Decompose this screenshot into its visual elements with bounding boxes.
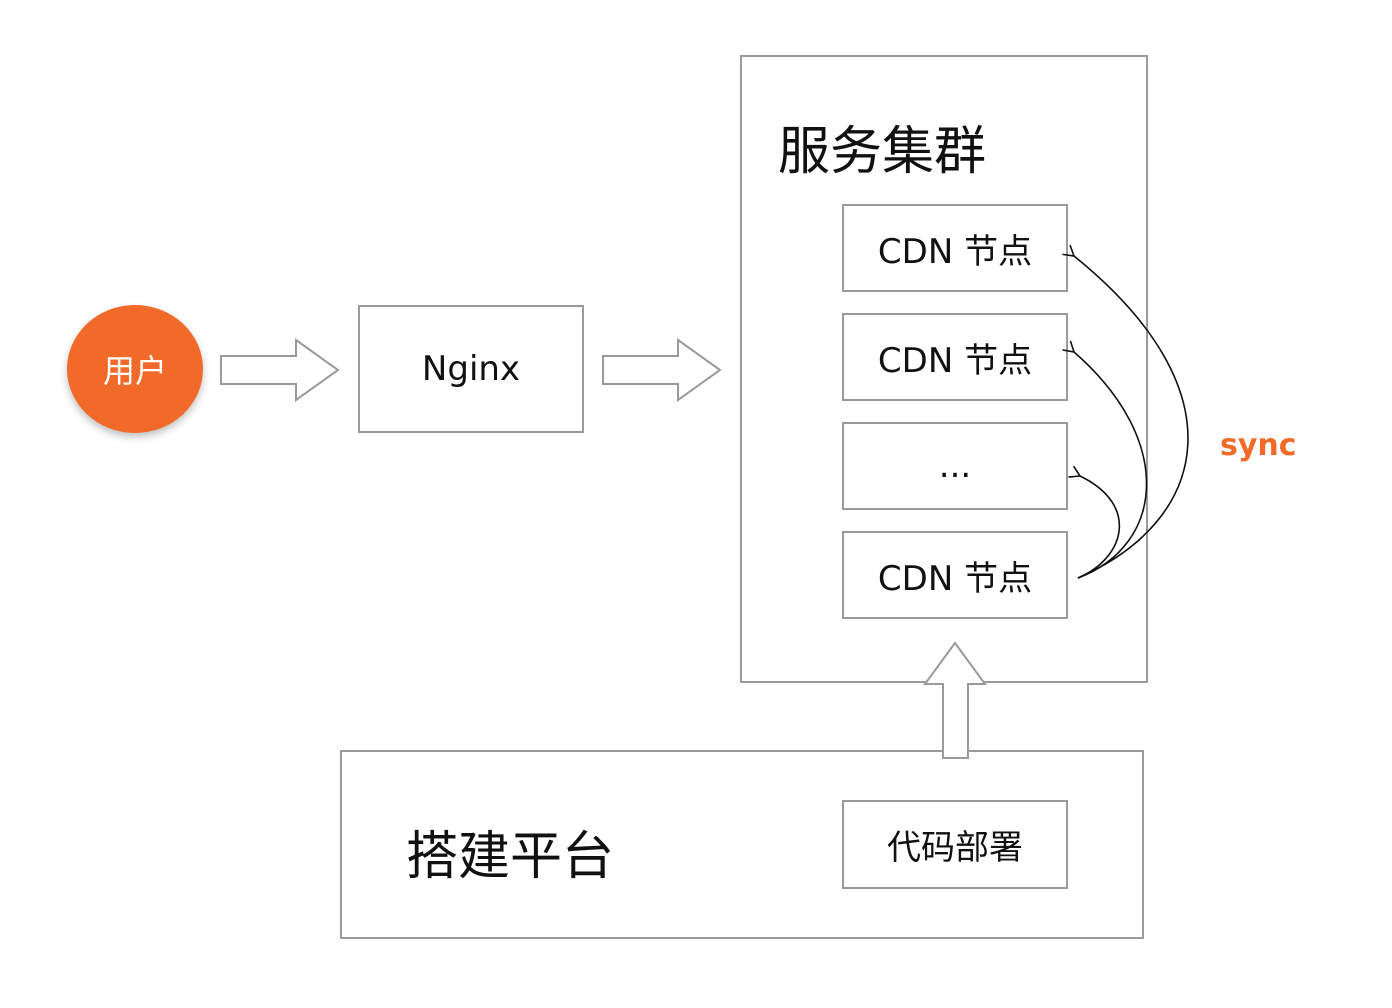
cdn-node-ellipsis: ... [842, 422, 1068, 510]
code-deploy-node: 代码部署 [842, 800, 1068, 889]
cdn-node: CDN 节点 [842, 204, 1068, 292]
sync-label: sync [1220, 428, 1297, 463]
user-label: 用户 [102, 352, 167, 390]
cdn-node: CDN 节点 [842, 531, 1068, 619]
cdn-node-label: CDN 节点 [877, 231, 1033, 272]
ellipsis-label: ... [938, 446, 972, 486]
nginx-to-cluster-arrow [602, 338, 722, 402]
nginx-label: Nginx [421, 349, 521, 389]
user-node: 用户 [67, 305, 203, 433]
cdn-node: CDN 节点 [842, 313, 1068, 401]
user-to-nginx-arrow [220, 338, 340, 402]
platform-title: 搭建平台 [406, 827, 615, 887]
cdn-node-label: CDN 节点 [877, 558, 1033, 599]
code-deploy-label: 代码部署 [887, 828, 1023, 868]
cdn-node-label: CDN 节点 [877, 340, 1033, 381]
nginx-node: Nginx [358, 305, 584, 433]
cluster-title: 服务集群 [778, 122, 987, 182]
